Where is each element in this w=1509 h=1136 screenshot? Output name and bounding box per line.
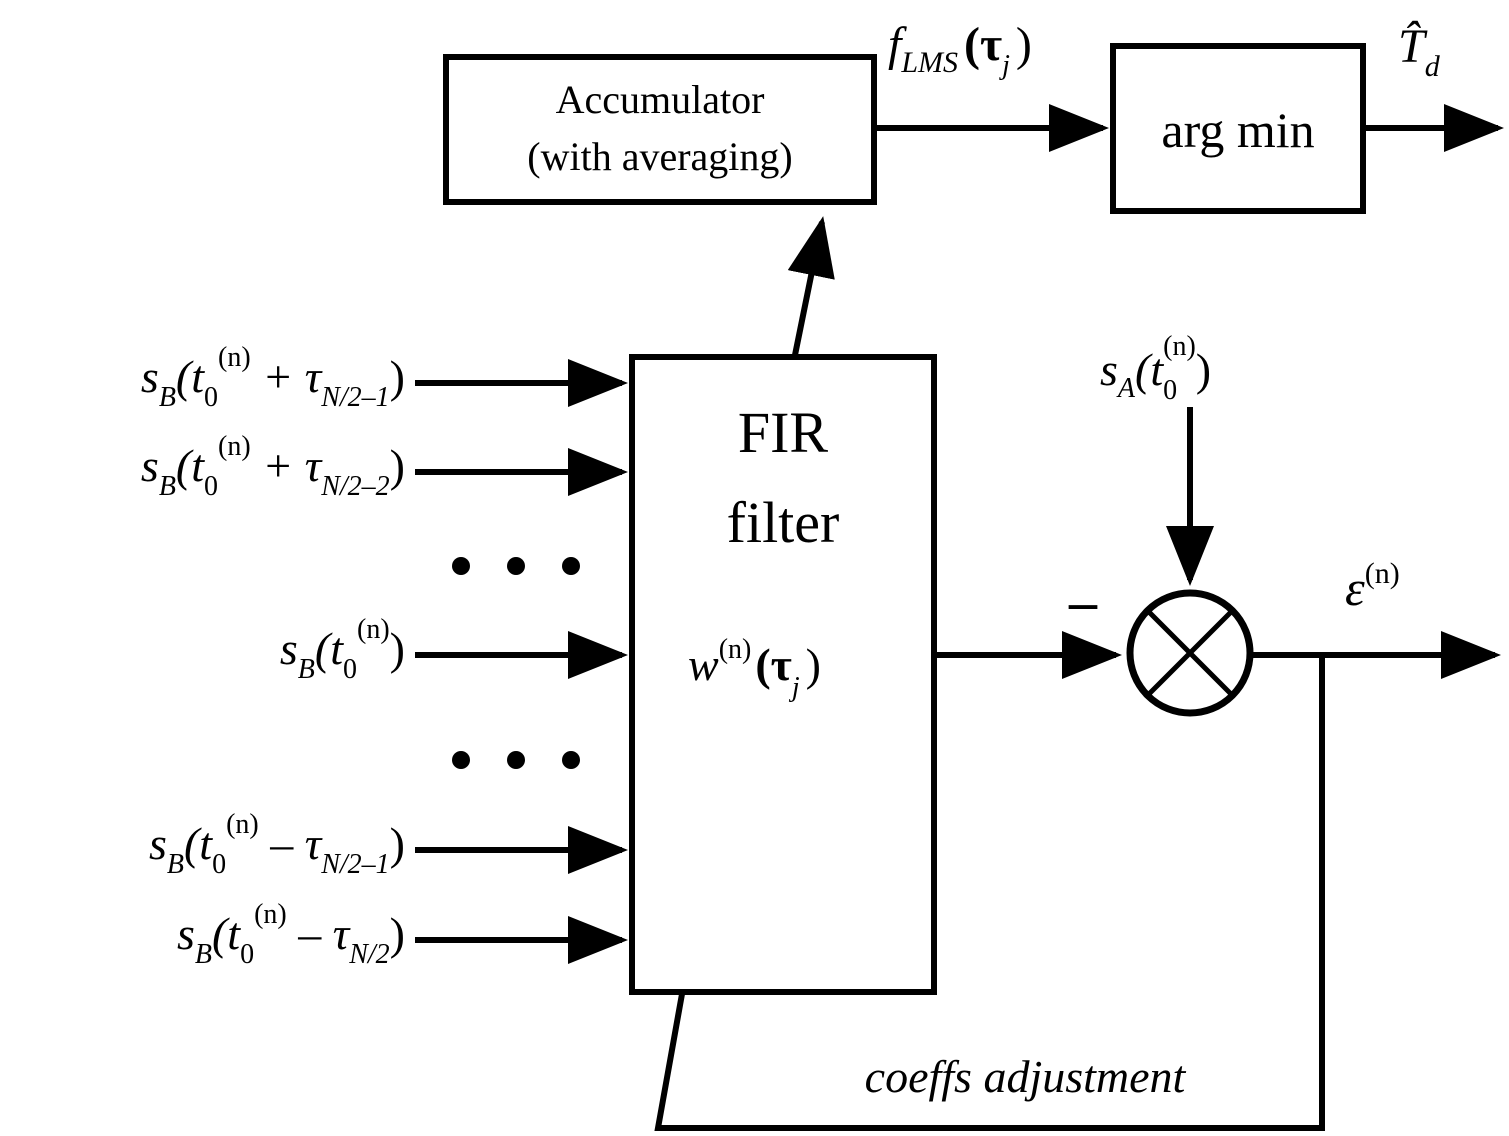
sa-label: sA(t0(n)) [1100,331,1211,406]
ellipsis-lower [452,751,580,769]
coeffs-adjustment-label: coeffs adjustment [865,1051,1187,1102]
ellipsis-upper [452,557,580,575]
epsilon-label: ε(n) [1345,557,1400,616]
argmin-label: arg min [1161,102,1314,158]
fir-to-accumulator-arrow [787,216,835,356]
accumulator-label-line2: (with averaging) [527,134,792,179]
accumulator-block: Accumulator (with averaging) [443,54,877,205]
input-label-4: sB(t0(n) – τN/2–1) [149,809,405,880]
accumulator-label-line1: Accumulator [556,77,765,122]
fir-label-line2: filter [727,490,840,555]
argmin-block: arg min [1110,43,1366,214]
minus-sign: – [1068,571,1098,633]
t-hat-label: T̂d [1398,19,1441,83]
fir-filter-block: FIR filter w(n)(τj) [629,354,937,995]
input-label-1: sB(t0(n) + τN/2–1) [141,342,405,413]
input-label-5: sB(t0(n) – τN/2) [177,899,405,970]
input-label-3: sB(t0(n)) [280,614,405,685]
input-labels: sB(t0(n) + τN/2–1) sB(t0(n) + τN/2–2) sB… [141,342,405,970]
fir-label-line1: FIR [738,400,829,465]
summing-junction [1126,589,1254,717]
input-label-2: sB(t0(n) + τN/2–2) [141,431,405,502]
feedback-path [654,655,1325,1131]
weights-label: w(n)(τj) [688,634,821,703]
f-lms-label: fLMS(τj) [888,18,1032,81]
